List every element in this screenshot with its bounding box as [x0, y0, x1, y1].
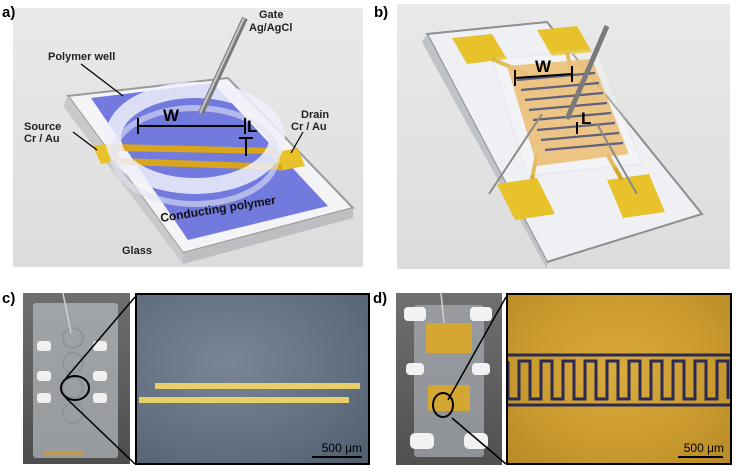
electrode-rails	[508, 353, 730, 407]
glass-edge-right	[183, 208, 353, 264]
panel-c-micrograph-image	[139, 383, 362, 458]
panel-a-label: a)	[2, 4, 16, 21]
length-label: L	[581, 109, 591, 128]
gate-electrode-label: Ag/AgCl	[249, 22, 292, 34]
source-electrode-trace	[155, 383, 360, 389]
gate-electrode-highlight	[199, 17, 245, 114]
probe-needle-left	[488, 113, 543, 195]
highlight-circle	[432, 392, 454, 418]
gate-electrode	[564, 25, 610, 120]
polymer-well-ring-base	[110, 105, 280, 207]
panel-d-device-photo	[404, 293, 492, 457]
pad-bottom-left	[497, 178, 555, 220]
width-dimension-line	[514, 73, 573, 79]
lead-bottom-right	[605, 153, 624, 181]
panel-d-micrograph: 500 μm	[506, 293, 732, 465]
source-label: Source	[24, 121, 61, 133]
panel-d-photo	[396, 293, 502, 465]
polymer-well-ring	[105, 82, 285, 194]
panel-c-label: c)	[2, 290, 16, 307]
gate-label: Gate	[259, 9, 283, 21]
scale-bar-label: 500 μm	[683, 441, 724, 455]
panel-a-render: Gate Ag/AgCl Polymer well W L Source Cr …	[13, 8, 363, 267]
panel-d-label: d)	[373, 290, 388, 307]
interdigitated-fingers	[516, 71, 624, 152]
panel-a-device-illustration: Gate Ag/AgCl Polymer well W L Source Cr …	[24, 9, 355, 264]
drain-line	[119, 158, 283, 170]
wire	[440, 293, 445, 324]
length-label: L	[247, 117, 257, 136]
panel-c-micrograph: 500 μm	[135, 293, 370, 465]
panel-c-device-photo	[33, 293, 118, 458]
panel-d-micrograph-image	[508, 353, 730, 458]
scale-bar-label: 500 μm	[321, 441, 362, 455]
probe-needle-right	[596, 123, 638, 195]
pad-top-left	[452, 34, 507, 64]
panel-b-label: b)	[374, 4, 389, 21]
width-label: W	[535, 57, 552, 76]
drain-label: Drain	[301, 109, 329, 121]
pad-top-right	[537, 26, 592, 56]
panel-c-photo	[23, 293, 130, 464]
drain-material-label: Cr / Au	[291, 121, 327, 133]
drain-electrode-trace	[139, 397, 349, 403]
polymer-well-leader	[80, 63, 124, 97]
drain-leader	[290, 131, 304, 154]
panel-b-render: W L	[397, 4, 730, 269]
polymer-well	[490, 47, 644, 178]
interdigitated-serpentine	[508, 359, 730, 401]
source-leader	[72, 131, 98, 151]
panel-b-device-illustration: W L	[422, 20, 704, 269]
width-label: W	[163, 106, 180, 125]
source-material-label: Cr / Au	[24, 133, 60, 145]
polymer-well-label: Polymer well	[48, 51, 115, 63]
source-line	[113, 144, 277, 154]
glass-label: Glass	[122, 245, 152, 257]
pad-bottom-right	[607, 174, 665, 218]
